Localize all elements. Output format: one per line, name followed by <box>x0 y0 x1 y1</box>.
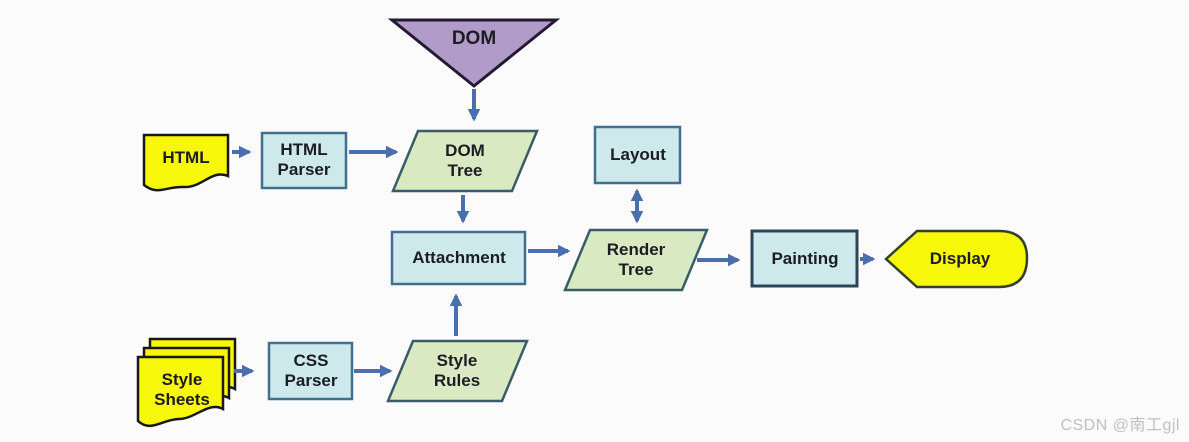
painting-shape <box>750 229 859 288</box>
html-document-shape <box>142 133 230 192</box>
render-tree-shape <box>563 228 709 292</box>
css-parser-shape <box>267 341 354 401</box>
dom-triangle-shape <box>387 18 561 88</box>
dom-tree-shape <box>391 129 539 193</box>
csdn-watermark: CSDN @南工gjl <box>1060 417 1180 434</box>
display-shape <box>884 229 1029 289</box>
attachment-shape <box>390 230 527 286</box>
html-parser-shape <box>260 131 348 190</box>
layout-shape <box>593 125 682 185</box>
style-sheet-front-shape <box>136 355 225 427</box>
style-rules-shape <box>386 339 529 403</box>
